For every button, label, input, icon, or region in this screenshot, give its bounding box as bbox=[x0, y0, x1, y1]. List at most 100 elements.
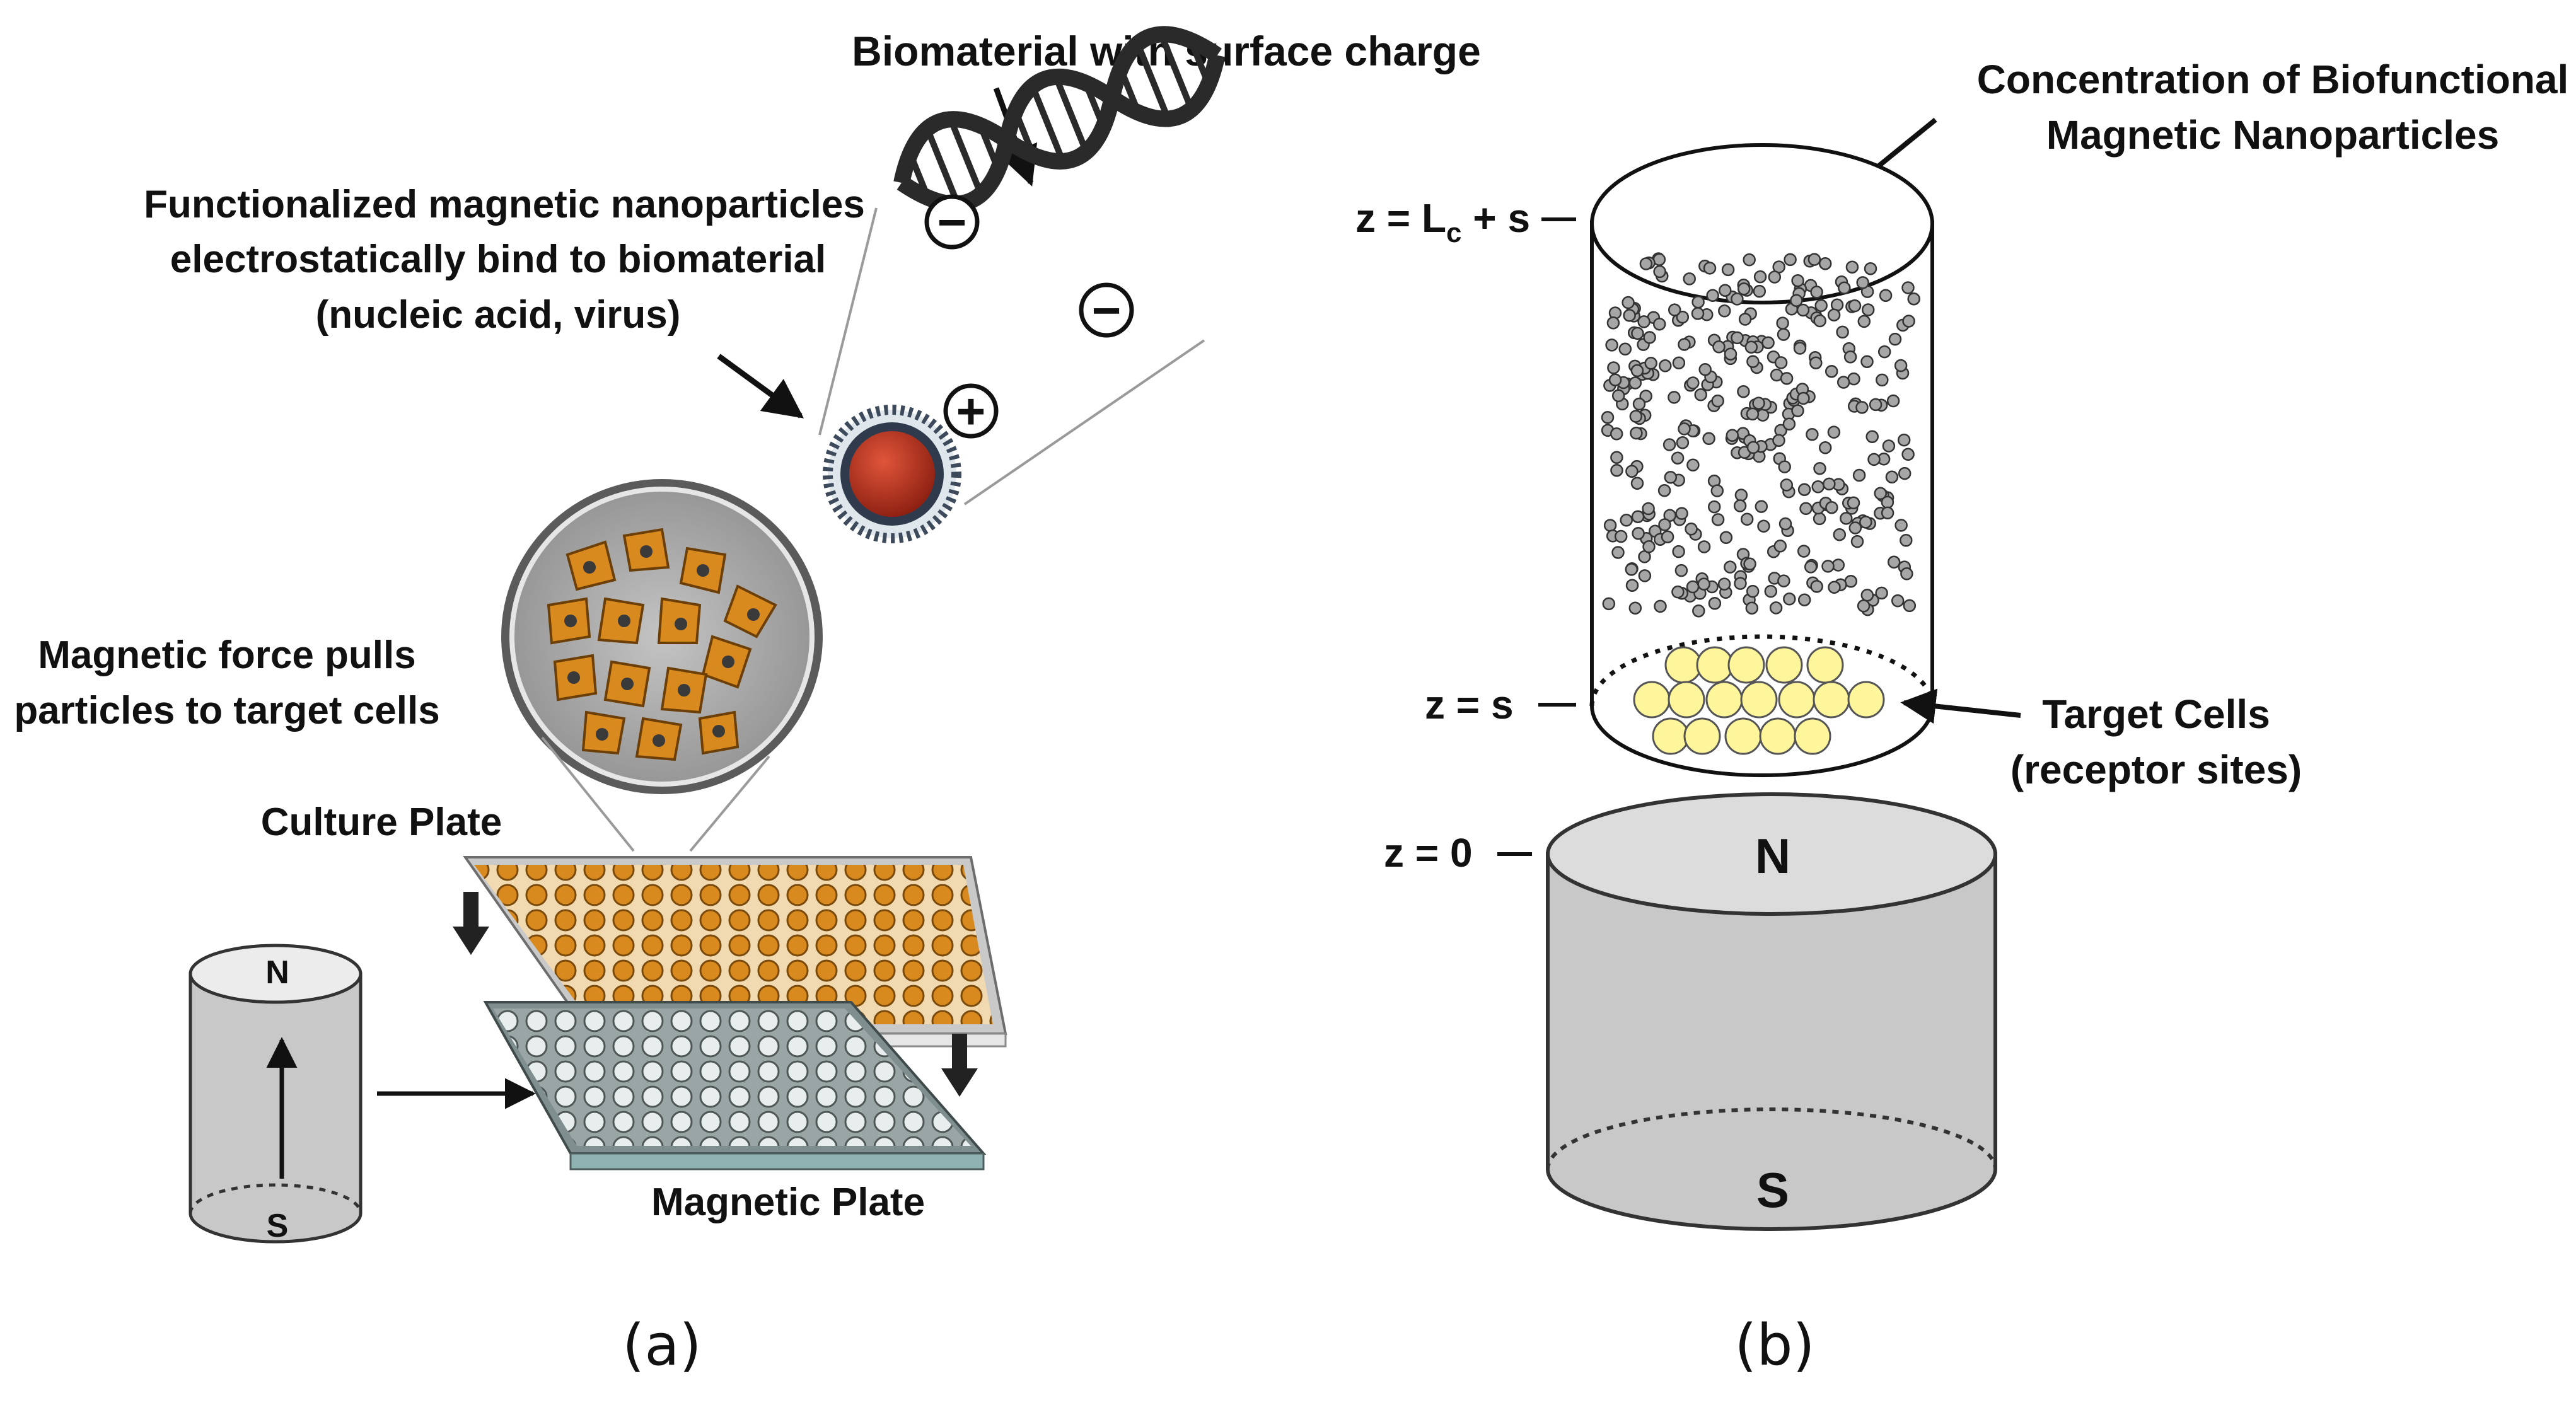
nanoparticle bbox=[1746, 355, 1760, 368]
nanoparticle bbox=[1625, 579, 1639, 592]
nanoparticle bbox=[1703, 262, 1717, 275]
nanoparticle bbox=[1887, 555, 1901, 569]
nanoparticle bbox=[1860, 588, 1874, 602]
panel-a: Biomaterial with surface charge bbox=[14, 26, 1481, 1378]
nanoparticle bbox=[1869, 398, 1883, 412]
nanoparticle bbox=[1631, 510, 1645, 523]
force-label-line-2: particles to target cells bbox=[14, 689, 439, 732]
negative-charge-icon: − bbox=[1079, 282, 1134, 338]
nanoparticle bbox=[1780, 478, 1794, 492]
nanoparticle bbox=[1774, 356, 1788, 369]
nanoparticle bbox=[1791, 274, 1804, 287]
target-cell bbox=[1724, 717, 1762, 755]
nanoparticle bbox=[1901, 281, 1915, 294]
nanoparticle bbox=[1843, 350, 1857, 364]
nanoparticle bbox=[1814, 299, 1828, 313]
nanoparticle bbox=[1610, 427, 1623, 441]
nanoparticle bbox=[1659, 359, 1672, 373]
nanoparticle bbox=[1638, 569, 1652, 582]
nanoparticle bbox=[1686, 376, 1700, 390]
nanoparticle bbox=[1879, 289, 1893, 302]
target-cell bbox=[1705, 681, 1743, 719]
nanoparticle bbox=[1697, 540, 1711, 553]
nanoparticle bbox=[1611, 546, 1625, 559]
nanoparticle bbox=[1625, 563, 1639, 576]
nanoparticle bbox=[1900, 534, 1913, 547]
nanoparticle bbox=[1810, 580, 1823, 593]
nanoparticle bbox=[1891, 594, 1905, 608]
nanoparticle bbox=[1630, 426, 1643, 440]
functionalized-arrow bbox=[717, 354, 804, 419]
nanoparticle bbox=[1653, 265, 1666, 279]
target-cell bbox=[1765, 646, 1803, 684]
nanoparticle bbox=[1601, 411, 1615, 424]
nanoparticle bbox=[1828, 581, 1841, 594]
target-cell bbox=[1794, 717, 1831, 755]
nanoparticle bbox=[1721, 263, 1735, 277]
panel-b: Concentration of Biofunctional Magnetic … bbox=[1355, 57, 2568, 1378]
large-magnet-icon: N S bbox=[1546, 792, 1997, 1231]
nanoparticle bbox=[1840, 512, 1853, 525]
nanoparticle bbox=[1746, 441, 1760, 454]
down-arrow-icon bbox=[941, 1034, 978, 1097]
nanoparticle bbox=[1643, 331, 1656, 344]
nanoparticle bbox=[1753, 270, 1767, 284]
nanoparticle bbox=[1900, 567, 1913, 581]
target-cells-label-line-2: (receptor sites) bbox=[2010, 747, 2302, 792]
nanoparticle bbox=[1637, 315, 1651, 328]
nanoparticle bbox=[1825, 364, 1838, 378]
nanoparticle bbox=[1778, 517, 1792, 531]
nanoparticle bbox=[1903, 599, 1917, 613]
nanoparticle bbox=[1685, 523, 1698, 536]
nanoparticle bbox=[1859, 516, 1872, 529]
nanoparticle bbox=[1836, 325, 1849, 339]
nanoparticle bbox=[1901, 448, 1915, 461]
nanoparticle bbox=[1864, 262, 1877, 275]
zoom-line bbox=[818, 207, 878, 436]
nanoparticle bbox=[1764, 584, 1778, 598]
panel-b-caption: (b) bbox=[1734, 1312, 1814, 1378]
nanoparticle bbox=[1731, 292, 1744, 306]
target-cells-label-line-1: Target Cells bbox=[2042, 691, 2270, 737]
nanoparticle bbox=[1674, 563, 1688, 577]
nanoparticle bbox=[1773, 540, 1787, 553]
nanoparticle bbox=[1797, 593, 1811, 606]
concentration-label-line-1: Concentration of Biofunctional bbox=[1977, 57, 2569, 102]
nanoparticle bbox=[1668, 391, 1681, 404]
nanoparticle bbox=[1772, 434, 1785, 447]
nanoparticle bbox=[1811, 480, 1825, 494]
nanoparticle bbox=[1683, 272, 1696, 286]
nanoparticle bbox=[1628, 376, 1642, 390]
nanoparticle bbox=[1602, 597, 1616, 611]
nanoparticle bbox=[1662, 438, 1676, 451]
nanoparticle bbox=[1629, 410, 1643, 423]
nanoparticle bbox=[1746, 407, 1760, 421]
nanoparticle bbox=[1777, 574, 1790, 587]
nanoparticle bbox=[1668, 303, 1681, 316]
nanoparticle bbox=[1733, 499, 1747, 512]
nanoparticle bbox=[1782, 417, 1796, 431]
nanoparticle bbox=[1740, 512, 1754, 526]
nanoparticle bbox=[1697, 577, 1710, 591]
culture-cylinder bbox=[1589, 143, 1935, 777]
nanoparticle bbox=[1678, 338, 1691, 351]
nanoparticle bbox=[1686, 580, 1700, 594]
nanoparticle bbox=[1752, 396, 1765, 410]
nanoparticle bbox=[1813, 314, 1826, 328]
nanoparticle bbox=[1678, 422, 1691, 436]
small-magnet-icon: N S bbox=[189, 944, 363, 1244]
nanoparticle bbox=[1623, 309, 1636, 322]
nanoparticle bbox=[1724, 347, 1738, 361]
culture-plate-label: Culture Plate bbox=[261, 800, 502, 844]
nanoparticle bbox=[1631, 326, 1644, 340]
nanoparticles bbox=[1601, 252, 1920, 618]
nanoparticle bbox=[1737, 282, 1751, 296]
z-0-label: z = 0 bbox=[1384, 830, 1473, 875]
target-cell bbox=[1664, 646, 1702, 684]
nanoparticle bbox=[1734, 577, 1747, 590]
nanoparticle bbox=[1707, 500, 1721, 514]
nanoparticle bbox=[1692, 604, 1705, 618]
nanoparticle bbox=[1614, 529, 1628, 543]
force-label-line-1: Magnetic force pulls bbox=[38, 633, 415, 677]
nanoparticle bbox=[1776, 316, 1789, 330]
